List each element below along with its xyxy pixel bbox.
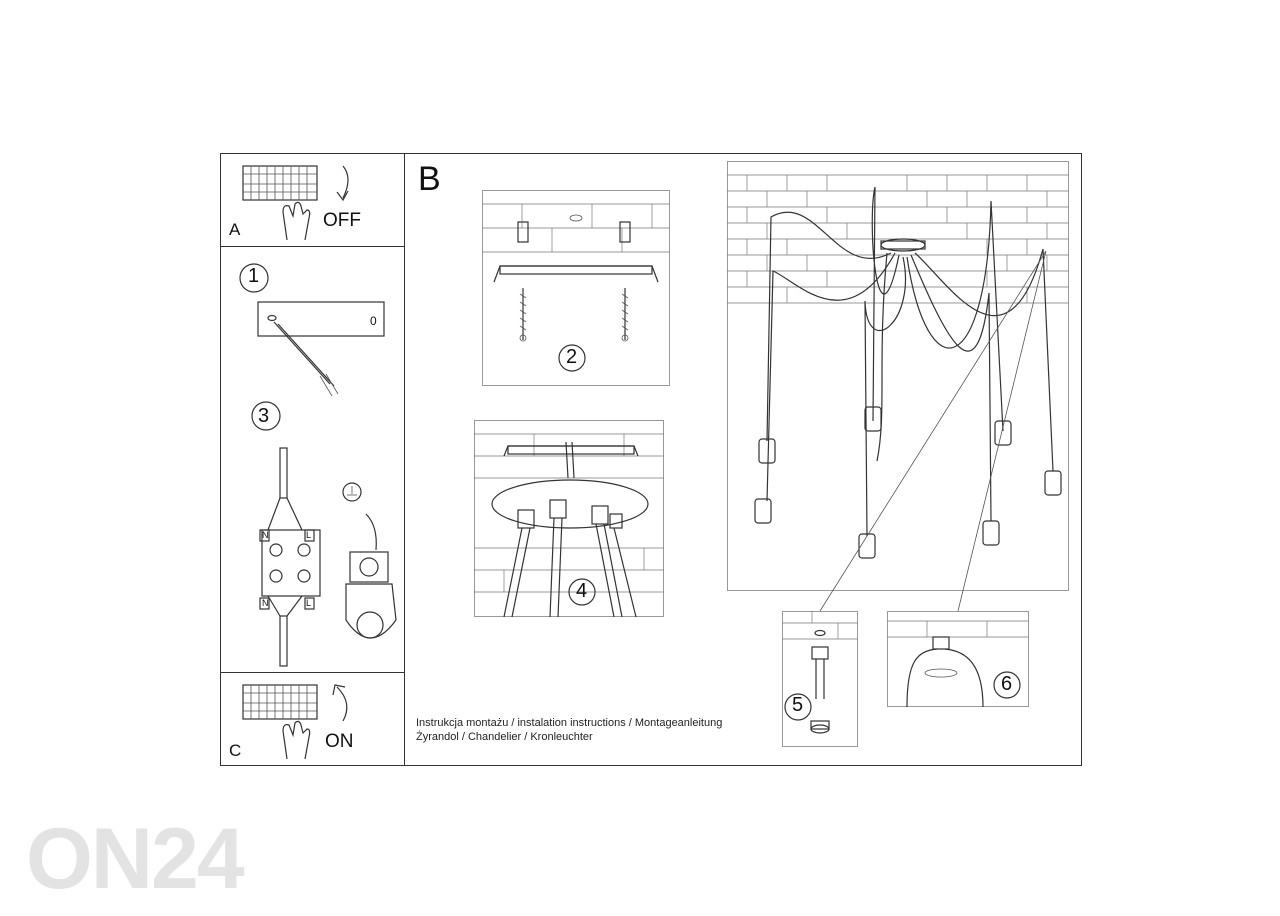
step-1-diagram (239, 263, 385, 397)
left-column-divider (404, 153, 405, 766)
step-3-wiring-diagram (251, 401, 397, 667)
caption-line-1: Instrukcja montażu / instalation instruc… (416, 717, 723, 729)
step-3-number: 3 (258, 405, 270, 427)
step-2-panel (482, 190, 670, 386)
step-2-number: 2 (566, 346, 578, 368)
step-5-number: 5 (792, 694, 804, 716)
arrow-down-icon (336, 165, 349, 202)
step-6-number: 6 (1001, 673, 1013, 695)
panel-c: C ON (220, 672, 405, 766)
panel-c-letter: C (229, 741, 242, 760)
step-4-panel (474, 420, 664, 617)
panel-a-letter: A (229, 220, 241, 239)
arrow-up-icon (332, 684, 348, 722)
wire-n-bottom: N (262, 598, 269, 608)
wire-l-bottom: L (306, 598, 312, 608)
caption-line-2: Żyrandol / Chandelier / Kronleuchter (416, 731, 593, 743)
panel-b-letter: B (418, 160, 441, 198)
plate-mark: 0 (370, 314, 377, 328)
step-6-cable-diagram (887, 620, 1029, 708)
watermark-logo: ON24 (26, 811, 245, 907)
step-2-bracket-diagram (482, 203, 670, 372)
wire-l-top: L (306, 530, 312, 540)
instruction-sheet-frame (220, 153, 1082, 766)
step-5-panel (782, 611, 858, 747)
step-4-number: 4 (576, 580, 588, 602)
breaker-hand-icon (242, 165, 318, 241)
wire-n-top: N (262, 530, 269, 540)
breaker-hand-icon (242, 684, 318, 760)
on-label: ON (325, 731, 354, 752)
panel-a: A OFF (220, 153, 405, 247)
chandelier-panel (727, 161, 1069, 591)
step-4-canopy-diagram (474, 433, 664, 618)
step-6-panel (887, 611, 1029, 707)
step-1-number: 1 (248, 265, 260, 287)
chandelier-illustration (727, 174, 1069, 559)
off-label: OFF (323, 210, 361, 231)
step-5-mount-diagram (782, 611, 858, 734)
ground-symbol-icon (342, 482, 362, 502)
